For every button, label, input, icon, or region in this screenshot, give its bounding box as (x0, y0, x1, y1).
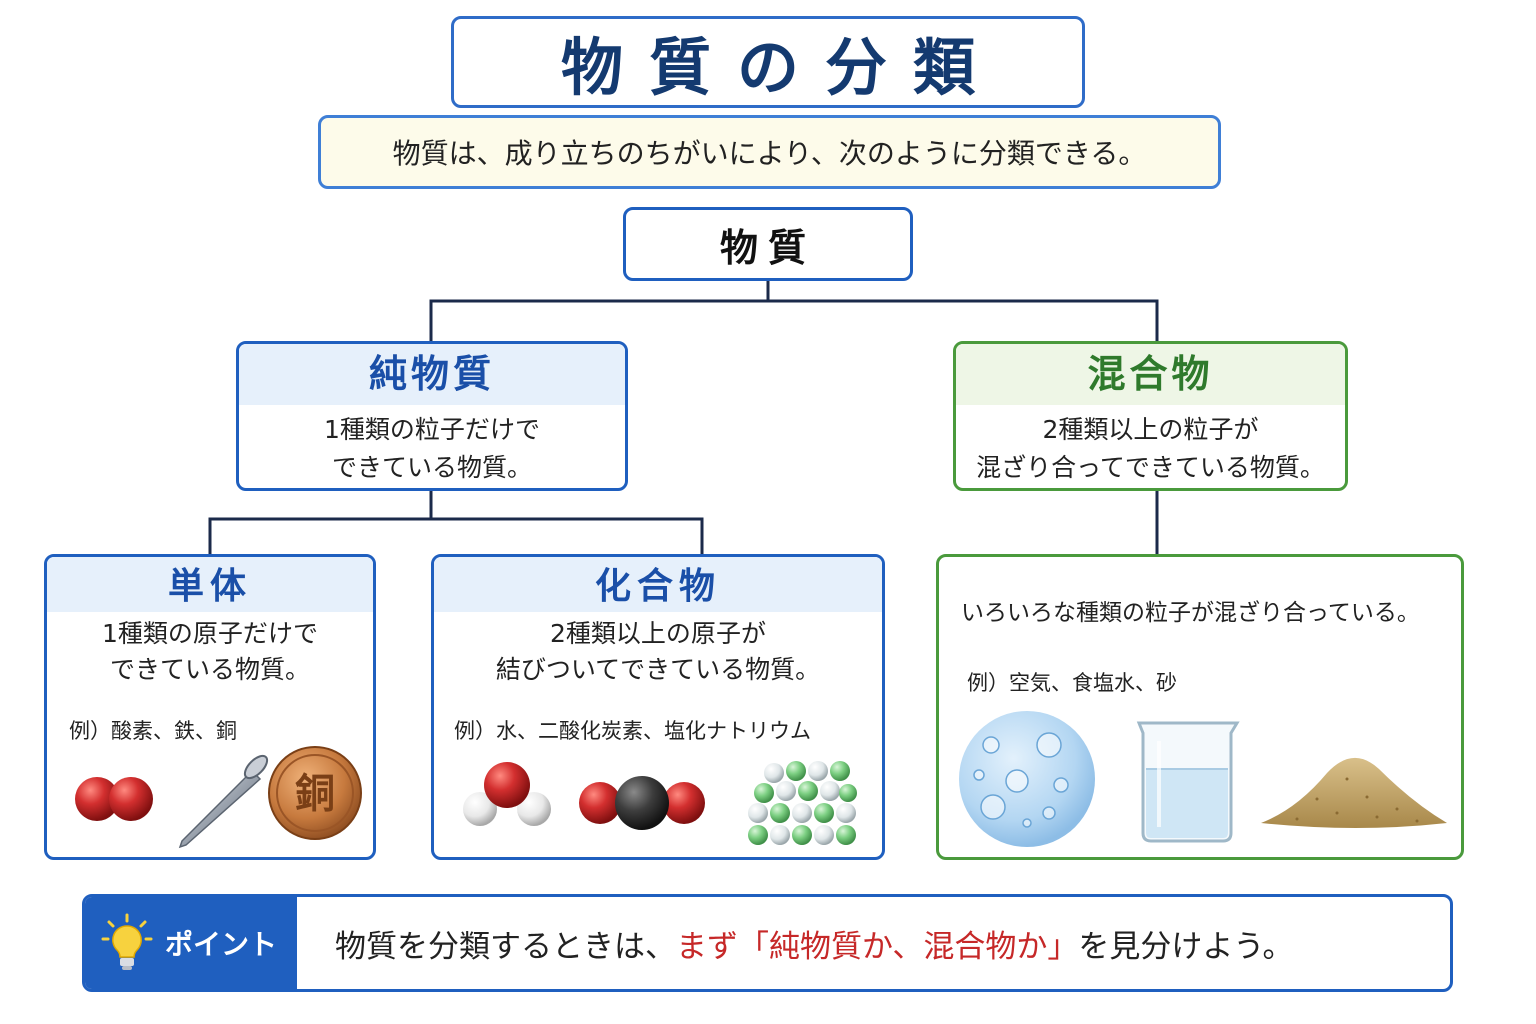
element-example: 例）酸素、鉄、銅 (69, 719, 237, 743)
sodium-chloride-crystal-icon (748, 761, 857, 845)
water-molecule-icon (463, 762, 551, 826)
element-label: 単体 (47, 557, 373, 612)
mixture-label: 混合物 (956, 344, 1345, 405)
iron-nail-icon (178, 754, 269, 849)
root-label: 物質 (719, 225, 816, 270)
compound-example: 例）水、二酸化炭素、塩化ナトリウム (454, 719, 811, 743)
element-node: 単体 1種類の原子だけで できている物質。 例）酸素、鉄、銅 銅 (44, 554, 376, 860)
page-title-text: 物質の分類 (560, 31, 1001, 104)
mixture-detail-example: 例）空気、食塩水、砂 (967, 671, 1177, 695)
mixture-detail-node: いろいろな種類の粒子が混ざり合っている。 例）空気、食塩水、砂 (936, 554, 1464, 860)
point-bar: ポイント 物質を分類するときは、まず「純物質か、混合物か」を見分けよう。 (82, 894, 1453, 992)
subtitle-box: 物質は、成り立ちのちがいにより、次のように分類できる。 (318, 115, 1221, 189)
compound-node: 化合物 2種類以上の原子が 結びついてできている物質。 例）水、二酸化炭素、塩化… (431, 554, 885, 860)
page-title: 物質の分類 (451, 16, 1085, 108)
root-node: 物質 (623, 207, 913, 281)
pure-desc-line1: 1種類の粒子だけで (324, 415, 540, 444)
mixture-node: 混合物 2種類以上の粒子が 混ざり合ってできている物質。 (953, 341, 1348, 491)
pure-substance-label: 純物質 (239, 344, 625, 405)
lightbulb-icon (101, 913, 153, 970)
subtitle-text: 物質は、成り立ちのちがいにより、次のように分類できる。 (392, 137, 1147, 170)
mixture-desc-line2: 混ざり合ってできている物質。 (976, 453, 1325, 482)
air-bubbles-icon (959, 711, 1095, 847)
oxygen-molecule-icon (75, 777, 153, 821)
point-text-after: を見分けよう。 (1078, 928, 1294, 965)
point-label: ポイント (165, 928, 278, 961)
point-text: 物質を分類するときは、まず「純物質か、混合物か」を見分けよう。 (335, 897, 1294, 989)
pure-substance-node: 純物質 1種類の粒子だけで できている物質。 (236, 341, 628, 491)
element-desc-line2: できている物質。 (109, 655, 310, 684)
point-text-highlight: まず「純物質か、混合物か」 (676, 928, 1079, 965)
compound-desc-line1: 2種類以上の原子が (550, 619, 766, 648)
mixture-detail-desc: いろいろな種類の粒子が混ざり合っている。 (961, 600, 1420, 626)
compound-desc-line2: 結びついてできている物質。 (495, 655, 821, 684)
point-label-area: ポイント (85, 897, 297, 989)
compound-label: 化合物 (434, 557, 882, 612)
copper-coin-icon: 銅 (268, 746, 362, 840)
sand-pile-icon (1261, 757, 1447, 828)
coin-text: 銅 (295, 771, 335, 817)
pure-desc-line2: できている物質。 (331, 453, 532, 482)
mixture-desc-line1: 2種類以上の粒子が (1042, 415, 1259, 444)
point-text-before: 物質を分類するときは、 (335, 928, 676, 965)
element-desc-line1: 1種類の原子だけで (102, 619, 318, 648)
carbon-dioxide-molecule-icon (579, 776, 705, 830)
beaker-saltwater-icon (1136, 721, 1240, 843)
